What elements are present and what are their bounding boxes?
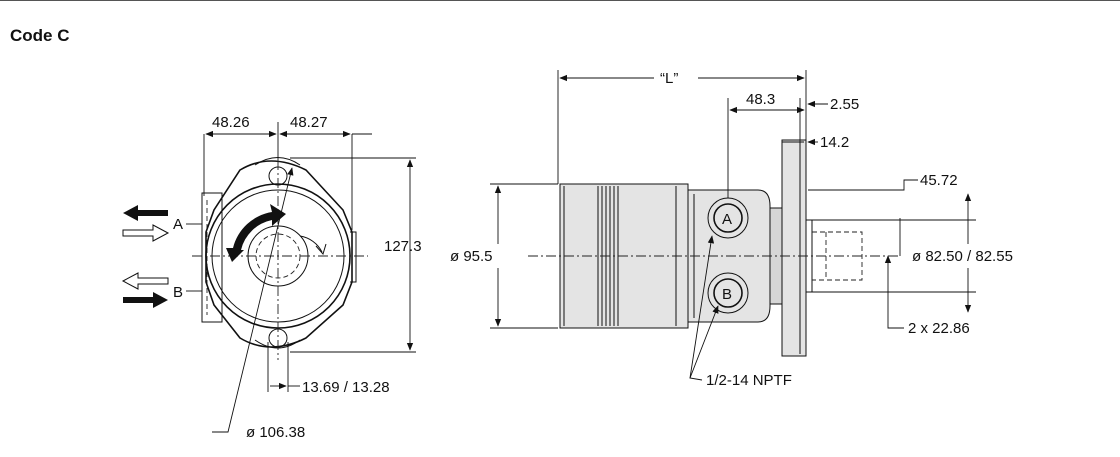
- rotation-arrow-cw-head: [315, 243, 327, 256]
- dim-text-48-27: 48.27: [290, 114, 328, 131]
- nptf-leader-a: [689, 235, 715, 379]
- dim-text-circle-diameter: ø 106.38: [246, 424, 305, 441]
- side-flange: [781, 139, 807, 357]
- dim-text-hole-offset: 13.69 / 13.28: [302, 379, 390, 396]
- side-port-a: [713, 203, 743, 233]
- front-port-b-label: B: [173, 284, 183, 301]
- dim-text-2-55: 2.55: [830, 96, 859, 113]
- front-diameter-leader: [212, 167, 294, 433]
- flow-arrow-b-in: [123, 292, 168, 308]
- flow-arrow-a-out: [123, 205, 168, 221]
- side-view: A B “L” 48.3: [450, 70, 1013, 389]
- dim-text-95-5: ø 95.5: [450, 248, 493, 265]
- dim-text-14-2: 14.2: [820, 134, 849, 151]
- front-view: A B 48.26 48.27 127.3 13.69 / 13.28 ø 10…: [121, 114, 422, 441]
- front-port-block-right: [350, 231, 357, 283]
- rotation-arrow-ccw: [226, 204, 286, 262]
- dim-text-48-26: 48.26: [212, 114, 250, 131]
- front-port-block-left: [201, 192, 223, 323]
- side-port-b: [713, 278, 743, 308]
- dim-line-45-72-leader: [808, 179, 918, 191]
- side-port-a-label: A: [722, 211, 732, 228]
- flow-arrow-b-out: [121, 272, 169, 290]
- dim-text-L: “L”: [660, 70, 678, 87]
- side-port-b-boss: [707, 272, 749, 314]
- dim-text-82: ø 82.50 / 82.55: [912, 248, 1013, 265]
- front-port-a-label: A: [173, 216, 183, 233]
- dim-text-127-3: 127.3: [384, 238, 422, 255]
- top-rule: [0, 0, 1120, 1]
- dim-line-22-86: [884, 255, 904, 329]
- side-port-b-label: B: [722, 286, 732, 303]
- rotation-arrow-cw: [299, 235, 323, 253]
- port-thread-note: 1/2-14 NPTF: [706, 372, 792, 389]
- flow-arrow-a-in: [122, 224, 170, 242]
- dim-text-45-72: 45.72: [920, 172, 958, 189]
- dim-text-22-86: 2 x 22.86: [908, 320, 970, 337]
- dim-text-48-3: 48.3: [746, 91, 775, 108]
- front-housing-outline: [205, 160, 353, 348]
- page-title: Code C: [10, 26, 70, 45]
